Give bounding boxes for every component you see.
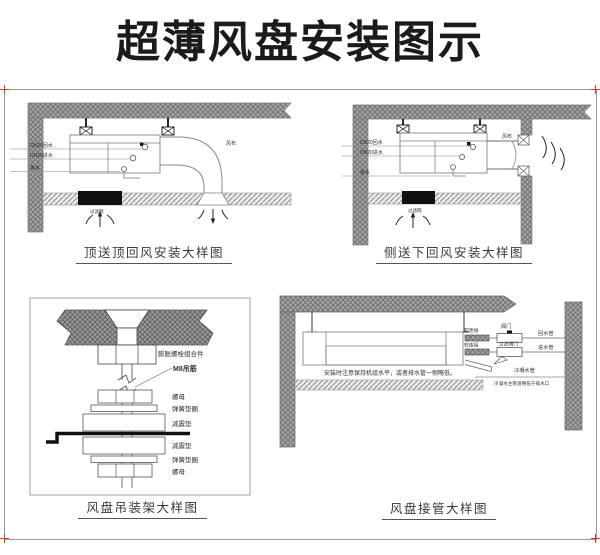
return-pipe-run <box>464 330 565 343</box>
damper-pad-top-label: 减震垫 <box>172 419 192 428</box>
filter-valve-label: 过滤阀门 <box>499 341 518 348</box>
nut-bottom-label: 螺母 <box>172 467 186 476</box>
diagram-top-supply-top-return: DN20回水 DN20进水 排水 风布 过滤网 <box>10 102 292 233</box>
corner-mark-icon <box>591 534 600 543</box>
supply-pipe-run <box>464 347 565 365</box>
return-grille <box>402 191 435 204</box>
flex-joint-top-label: 软连接 <box>464 327 479 334</box>
filter-mesh-label: 过滤网 <box>90 208 104 215</box>
return-pipe-label: 回水管 <box>538 329 554 337</box>
dn20-return-label: DN20回水 <box>30 142 53 149</box>
airflow-arrows <box>85 209 229 227</box>
nut-top-label: 螺母 <box>172 392 186 401</box>
diagram-hanger-bracket: 膨胀螺栓组合件 M8吊筋 螺母 弹簧垫圈 减震垫 减震垫 弹簧垫圈 螺母 <box>29 297 251 496</box>
filter-mesh-label: 过滤网 <box>408 207 422 214</box>
condensate-pipe-run <box>464 359 582 378</box>
hanger-rods <box>307 312 469 333</box>
valve-label: 阀门 <box>501 322 511 330</box>
ceiling-slab <box>352 104 592 246</box>
side-wall <box>517 118 533 245</box>
elbow-duct <box>160 136 230 206</box>
ceiling-slab <box>279 295 583 448</box>
supply-pipe-label: 进水管 <box>538 343 554 351</box>
fan-coil-unit <box>399 132 488 177</box>
condensate-pipe-label: 冷凝水管 <box>514 366 535 374</box>
condensate-note: 冷凝水主管道略低于排水口 <box>494 380 550 387</box>
dn20-supply-label: DN20进水 <box>30 152 53 159</box>
caption-pipe-connection: 风盘接管大样图 <box>278 498 600 520</box>
diagram-side-supply-bottom-return: 风布 DN20回水 DN20进水 排水 过滤网 <box>342 104 592 246</box>
fan-coil-unit <box>69 134 161 179</box>
level-note: 安装时注意保持机组水平，或者排水管一侧略低。 <box>324 369 456 377</box>
spring-washer-bottom-label: 弹簧垫圈 <box>172 455 198 464</box>
dn20-supply-label: DN20进水 <box>360 149 383 156</box>
hanger-bolt <box>79 118 175 136</box>
expansion-anchor <box>97 309 157 395</box>
fan-coil-unit <box>302 331 464 366</box>
m8-rod-label: M8吊筋 <box>173 364 197 373</box>
detail-border <box>29 297 251 496</box>
caption-side-supply: 侧送下回风安装大样图 <box>310 242 598 264</box>
hanger-bolt <box>396 119 487 134</box>
flex-joint-bottom-label: 软连接 <box>464 342 479 349</box>
airflow-arrows <box>395 135 565 228</box>
ceiling-slab <box>27 102 292 233</box>
rod-and-stack <box>46 389 190 488</box>
pipe-leader-lines <box>10 148 142 172</box>
ceiling-strip <box>367 192 522 205</box>
caption-top-supply: 顶送顶回风安装大样图 <box>8 242 300 264</box>
drain-label: 排水 <box>360 169 370 176</box>
drain-label: 排水 <box>30 165 40 172</box>
rod-leader-line <box>134 367 173 388</box>
corner-mark-icon <box>0 85 9 94</box>
dn20-return-label: DN20回水 <box>360 139 383 146</box>
corner-mark-icon <box>591 85 600 94</box>
spring-washer-top-label: 弹簧垫圈 <box>172 404 198 413</box>
return-grille <box>78 191 122 205</box>
canvas-duct <box>487 140 518 170</box>
canvas-duct-label: 风布 <box>502 133 512 140</box>
damper-pad-bottom-label: 减震垫 <box>172 441 192 450</box>
pipe-leader-lines <box>342 145 470 177</box>
caption-hanger-bracket: 风盘吊装架大样图 <box>25 497 260 519</box>
corner-mark-icon <box>0 534 9 543</box>
ceiling-strip <box>294 379 484 391</box>
anchor-assembly-label: 膨胀螺栓组合件 <box>158 349 204 358</box>
diagram-pipe-connection: 软连接 阀门 回水管 软连接 过滤阀门 进水管 冷凝水管 冷凝水主管道略低于排水… <box>279 295 583 448</box>
page-title: 超薄风盘安装图示 <box>116 18 484 67</box>
canvas-duct-label: 风布 <box>226 140 236 147</box>
